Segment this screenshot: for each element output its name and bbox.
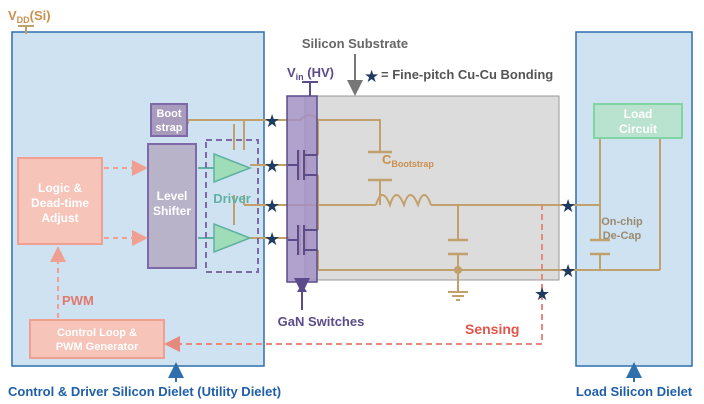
logic-label-2: Dead-time (31, 196, 89, 210)
sensing-label: Sensing (465, 321, 519, 337)
logic-label-3: Adjust (41, 211, 78, 225)
right-dielet-label: Load Silicon Dielet (576, 384, 693, 399)
bond-star-icon: ★ (264, 156, 280, 176)
control-loop-label-2: PWM Generator (56, 341, 139, 353)
decap-capacitor (590, 238, 610, 256)
substrate-label: Silicon Substrate (302, 36, 408, 51)
vdd-label: VDD(Si) (8, 8, 51, 25)
load-circuit-label-2: Circuit (619, 122, 657, 136)
gan-label: GaN Switches (278, 314, 365, 329)
bond-star-icon: ★ (560, 196, 576, 216)
sensing-path (166, 205, 543, 345)
bootstrap-block (150, 103, 188, 137)
silicon-substrate (304, 95, 560, 281)
bond-star-icon: ★ (264, 196, 280, 216)
logic-block (17, 157, 103, 245)
level-shifter-label-1: Level (157, 189, 188, 203)
decap-label-2: De-Cap (603, 230, 642, 242)
gan-switches-block (286, 95, 318, 283)
left-dielet-label: Control & Driver Silicon Dielet (Utility… (8, 384, 281, 399)
load-circuit-label-1: Load (624, 107, 653, 121)
driver-buffer-bottom (213, 222, 253, 254)
driver-buffer-top (213, 152, 253, 184)
logic-label-1: Logic & (38, 181, 82, 195)
bond-star-icon: ★ (264, 229, 280, 249)
load-circuit-block (593, 103, 683, 139)
right-dielet (575, 31, 693, 367)
vin-label: Vin (HV) (287, 65, 334, 82)
driver-label: Driver (213, 191, 251, 206)
pwm-label: PWM (62, 293, 94, 308)
legend-text: = Fine-pitch Cu-Cu Bonding (381, 67, 553, 82)
bootstrap-label-1: Boot (156, 108, 181, 120)
level-shifter-block (147, 143, 197, 269)
decap-label-1: On-chip (601, 216, 643, 228)
inductor (375, 194, 432, 209)
bootstrap-capacitor (368, 150, 392, 182)
output-capacitor (448, 238, 468, 256)
bond-star-icon: ★ (264, 111, 280, 131)
control-loop-label-1: Control Loop & (57, 327, 137, 339)
ground-icon (448, 291, 468, 301)
control-loop-block (29, 319, 165, 359)
legend-star-icon: ★ (364, 67, 379, 86)
level-shifter-label-2: Shifter (153, 204, 191, 218)
bootstrap-label-2: strap (156, 122, 183, 134)
bond-star-icon: ★ (560, 261, 576, 281)
driver-box (205, 139, 259, 273)
cbootstrap-label: CBootstrap (382, 152, 434, 169)
bond-star-icon: ★ (534, 284, 550, 304)
